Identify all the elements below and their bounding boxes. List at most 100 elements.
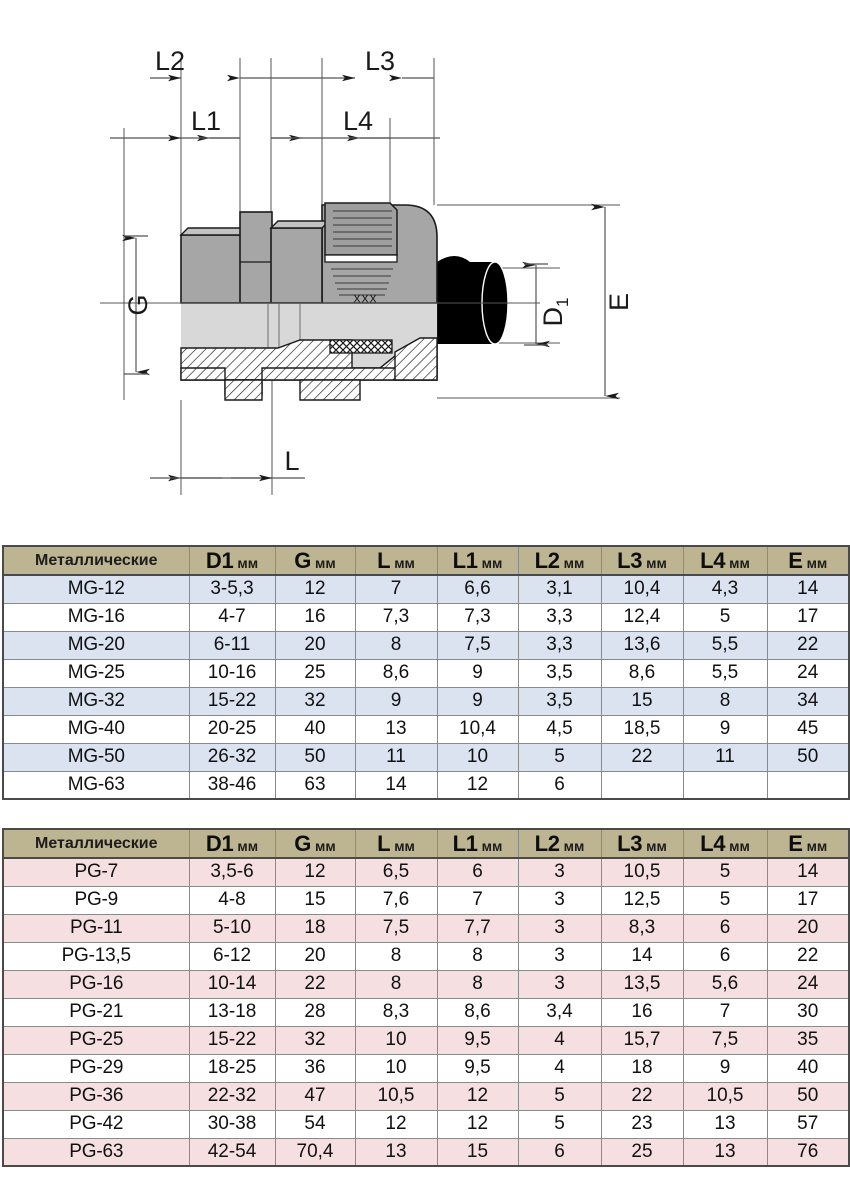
row-value-l4: 13	[682, 1109, 768, 1139]
header-main-e: E	[788, 547, 803, 573]
row-value-l1: 15	[436, 1137, 519, 1167]
row-value-g: 63	[274, 770, 356, 800]
header-main-l: L	[377, 547, 391, 573]
row-value-d1: 22-32	[188, 1081, 276, 1111]
row-value-l1: 7,5	[436, 630, 519, 660]
header-main-l3: L3	[617, 547, 643, 573]
header-unit-l: мм	[394, 837, 415, 854]
header-main-g: G	[294, 547, 312, 573]
row-value-l4: 11	[682, 742, 768, 772]
row-value-l1: 9	[436, 658, 519, 688]
row-value-l2: 3,3	[517, 602, 602, 632]
row-value-l2: 5	[517, 1109, 602, 1139]
knurl-block-upper	[324, 202, 398, 256]
header-main-l3: L3	[617, 830, 643, 856]
row-value-d1: 4-8	[188, 885, 276, 915]
row-value-l1: 8	[436, 969, 519, 999]
row-value-e: 24	[766, 969, 850, 999]
row-value-l: 9	[354, 686, 438, 716]
row-value-g: 70,4	[274, 1137, 356, 1167]
extension-lines	[123, 58, 620, 495]
row-value-l4: 8	[682, 686, 768, 716]
row-value-d1: 3-5,3	[188, 574, 276, 604]
row-value-l: 8	[354, 969, 438, 999]
header-unit-e: мм	[806, 554, 828, 571]
dim-label-l2: L2	[155, 46, 185, 76]
row-value-d1: 6-11	[188, 630, 276, 660]
row-value-l2: 6	[517, 770, 602, 800]
header-unit-l: мм	[394, 554, 415, 571]
row-value-g: 28	[274, 997, 356, 1027]
header-unit-e: мм	[806, 837, 828, 854]
row-value-l1: 7,7	[436, 913, 519, 943]
row-value-l4: 5,6	[682, 969, 768, 999]
row-value-g: 47	[274, 1081, 356, 1111]
row-value-l: 10	[354, 1025, 438, 1055]
row-value-l2: 3,4	[517, 997, 602, 1027]
row-value-l4: 5,5	[682, 658, 768, 688]
row-value-l1: 6	[436, 857, 519, 887]
row-value-l4: 5,5	[682, 630, 768, 660]
row-value-d1: 4-7	[188, 602, 276, 632]
row-value-l1: 9,5	[436, 1053, 519, 1083]
row-value-d1: 10-16	[188, 658, 276, 688]
header-cell-name: Металлические	[2, 829, 190, 859]
row-value-d1: 42-54	[188, 1137, 276, 1167]
row-model-name: PG-16	[2, 969, 190, 999]
header-main-d1: D1	[205, 830, 234, 856]
row-model-name: MG-12	[2, 574, 190, 604]
row-value-e: 17	[766, 885, 850, 915]
row-value-g: 16	[274, 602, 356, 632]
row-value-l1: 8,6	[436, 997, 519, 1027]
row-value-l3: 12,5	[600, 885, 684, 915]
row-value-l2: 3,5	[517, 686, 602, 716]
row-model-name: PG-7	[2, 857, 190, 887]
row-value-e: 50	[766, 1081, 850, 1111]
row-value-l1: 8	[436, 941, 519, 971]
row-value-l: 14	[354, 770, 438, 800]
row-value-l1: 7,3	[436, 602, 519, 632]
header-main-l4: L4	[700, 830, 726, 856]
row-value-l3: 22	[600, 742, 684, 772]
row-value-l2: 3,3	[517, 630, 602, 660]
row-value-l4: 10,5	[682, 1081, 768, 1111]
gland-mid-body	[270, 227, 323, 304]
dim-label-l4: L4	[343, 106, 373, 136]
header-main-l2: L2	[534, 830, 560, 856]
row-value-l3: 15	[600, 686, 684, 716]
row-value-l: 7,3	[354, 602, 438, 632]
row-value-l2: 3	[517, 857, 602, 887]
row-model-name: PG-9	[2, 885, 190, 915]
row-value-l4: 5	[682, 885, 768, 915]
row-value-g: 20	[274, 630, 356, 660]
row-model-name: MG-20	[2, 630, 190, 660]
row-value-l: 10	[354, 1053, 438, 1083]
row-value-d1: 15-22	[188, 1025, 276, 1055]
header-unit-l3: мм	[646, 554, 667, 571]
row-model-name: PG-11	[2, 913, 190, 943]
row-value-l: 8,6	[354, 658, 438, 688]
row-value-l: 8	[354, 941, 438, 971]
row-value-l3: 22	[600, 1081, 684, 1111]
row-value-l: 6,5	[354, 857, 438, 887]
row-value-e: 22	[766, 941, 850, 971]
row-value-g: 32	[274, 686, 356, 716]
row-value-l3: 25	[600, 1137, 684, 1167]
row-value-l: 8,3	[354, 997, 438, 1027]
